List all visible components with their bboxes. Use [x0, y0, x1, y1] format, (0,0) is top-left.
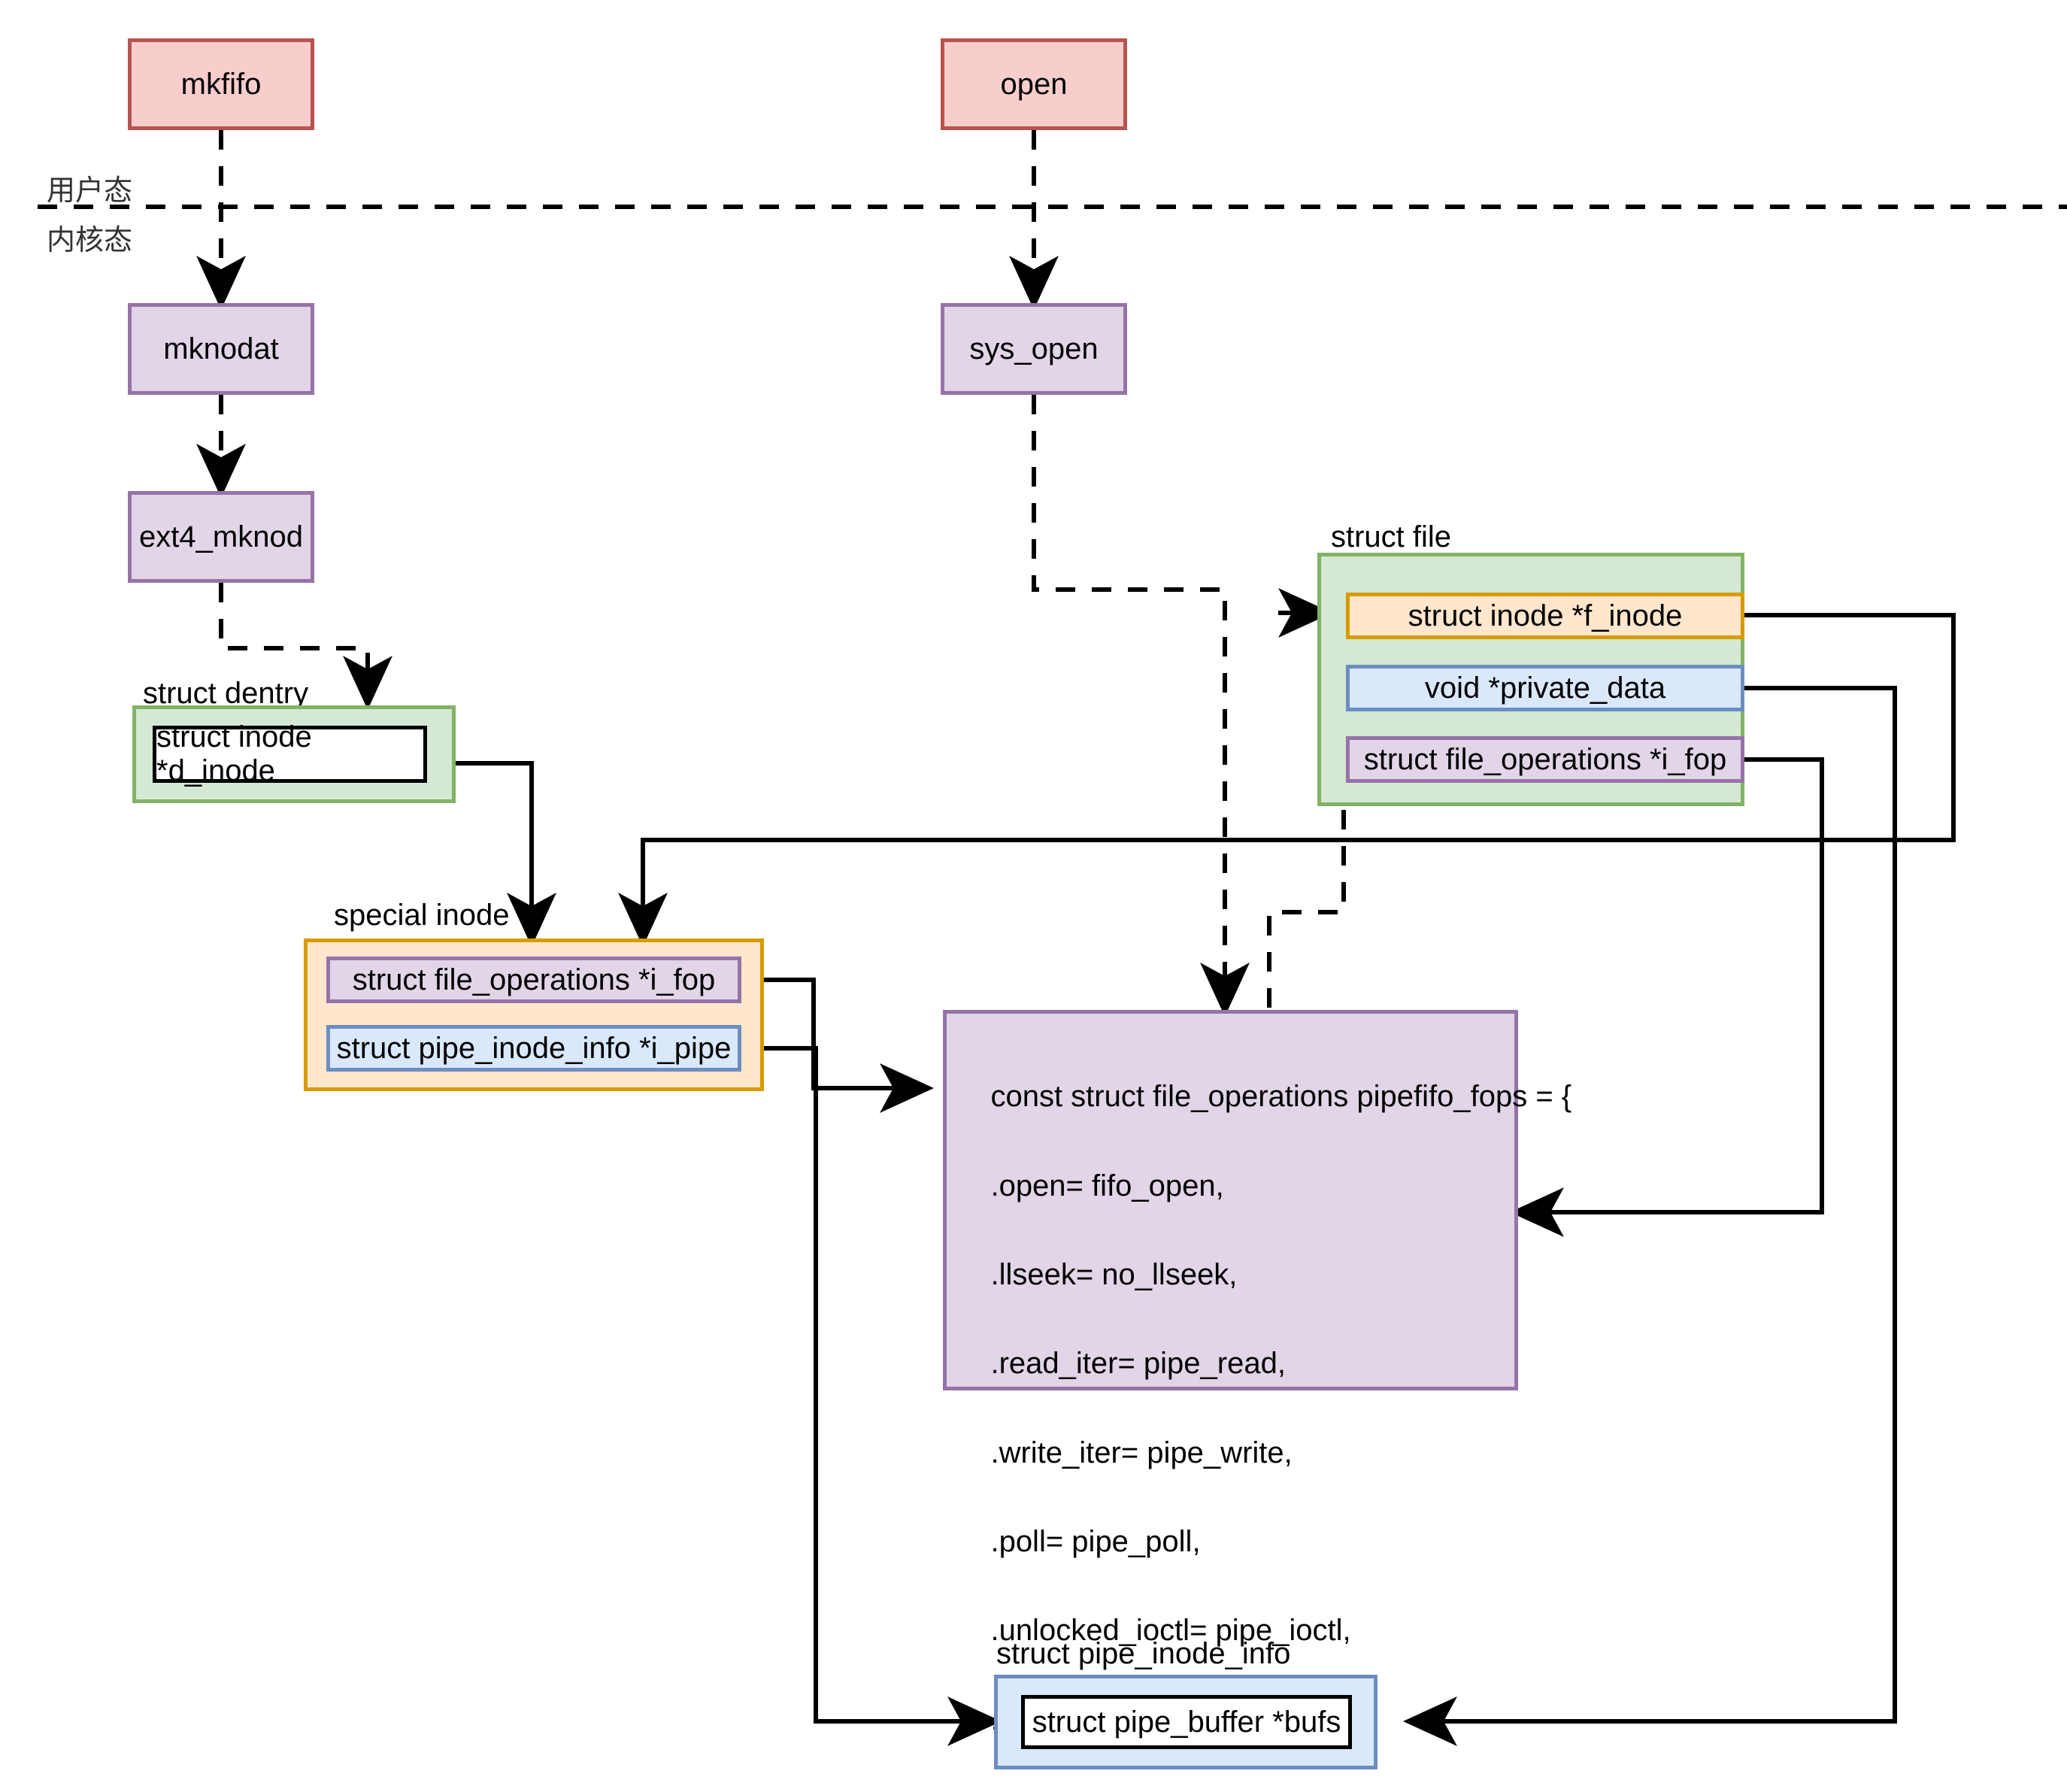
- field-d-inode[interactable]: struct inode *d_inode: [153, 720, 427, 787]
- field-bufs-label: struct pipe_buffer *bufs: [1032, 1705, 1341, 1739]
- field-inode-i-fop-label: struct file_operations *i_fop: [352, 963, 716, 996]
- code-block-pipefifo-fops: const struct file_operations pipefifo_fo…: [943, 1010, 1571, 1736]
- field-inode-i-fop[interactable]: struct file_operations *i_fop: [326, 957, 741, 1003]
- group-label-dentry: struct dentry: [143, 677, 309, 710]
- field-file-i-fop-label: struct file_operations *i_fop: [1363, 742, 1727, 776]
- node-mknodat-label: mknodat: [163, 332, 279, 365]
- field-private-data[interactable]: void *private_data: [1346, 665, 1744, 711]
- field-f-inode-label: struct inode *f_inode: [1408, 599, 1683, 632]
- node-ext4-mknod[interactable]: ext4_mknod: [128, 491, 314, 583]
- field-i-pipe-label: struct pipe_inode_info *i_pipe: [336, 1031, 732, 1065]
- edge-finode-specialinode: [618, 613, 1956, 947]
- code-line-6: .unlocked_ioctl= pipe_ioctl,: [990, 1614, 1351, 1648]
- kernel-mode-label: 内核态: [47, 223, 133, 256]
- code-line-2: .llseek= no_llseek,: [990, 1257, 1238, 1291]
- node-mkfifo[interactable]: mkfifo: [128, 38, 314, 130]
- user-mode-label: 用户态: [47, 174, 133, 207]
- node-mknodat[interactable]: mknodat: [128, 303, 314, 395]
- node-mkfifo-label: mkfifo: [180, 68, 262, 101]
- field-i-pipe[interactable]: struct pipe_inode_info *i_pipe: [326, 1025, 741, 1072]
- code-line-1: .open= fifo_open,: [990, 1169, 1224, 1202]
- node-open-label: open: [1000, 68, 1068, 101]
- code-line-0: const struct file_operations pipefifo_fo…: [990, 1080, 1572, 1114]
- field-file-i-fop[interactable]: struct file_operations *i_fop: [1346, 736, 1744, 783]
- group-label-struct-file: struct file: [1331, 520, 1452, 553]
- field-f-inode[interactable]: struct inode *f_inode: [1346, 593, 1744, 639]
- code-line-5: .poll= pipe_poll,: [990, 1525, 1201, 1559]
- edge-inode-ifop-fops: [764, 978, 934, 1113]
- node-open[interactable]: open: [941, 38, 1127, 130]
- node-sys-open[interactable]: sys_open: [941, 303, 1127, 395]
- node-sys-open-label: sys_open: [969, 332, 1099, 365]
- group-label-special-inode: special inode: [334, 899, 510, 932]
- field-bufs[interactable]: struct pipe_buffer *bufs: [1021, 1695, 1352, 1749]
- node-ext4-mknod-label: ext4_mknod: [139, 520, 303, 553]
- field-d-inode-label: struct inode *d_inode: [156, 720, 312, 787]
- group-label-pipe-inode-info: struct pipe_inode_info: [996, 1637, 1291, 1670]
- code-line-3: .read_iter= pipe_read,: [990, 1347, 1286, 1381]
- field-private-data-label: void *private_data: [1424, 671, 1666, 705]
- edge-file-ifop-fops: [1510, 757, 1824, 1237]
- edge-sysopen-fops: [1032, 395, 1250, 1017]
- code-line-4: .write_iter= pipe_write,: [990, 1436, 1293, 1469]
